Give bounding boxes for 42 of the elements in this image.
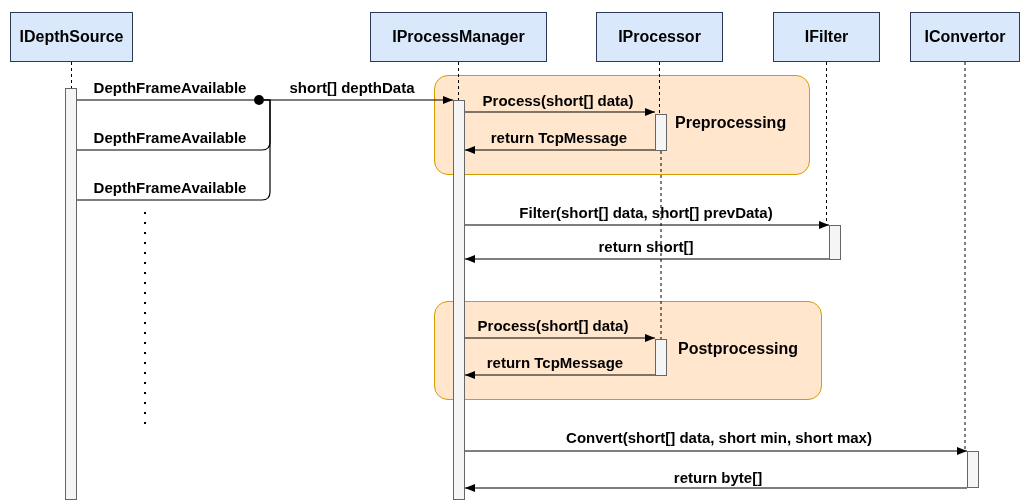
- lifeline-header: IConvertor: [910, 12, 1020, 62]
- message-arrow: [464, 484, 968, 492]
- activation-bar: [65, 88, 77, 500]
- message-label: DepthFrameAvailable: [93, 179, 247, 197]
- message-label: DepthFrameAvailable: [93, 79, 247, 97]
- message-label: Filter(short[] data, short[] prevData): [519, 204, 773, 222]
- message-label: return TcpMessage: [490, 129, 628, 147]
- message-arrow: [464, 146, 656, 154]
- lifeline-header: IFilter: [773, 12, 880, 62]
- message-arrow: [464, 108, 656, 116]
- message-arrow: [464, 447, 968, 455]
- message-label: return byte[]: [673, 469, 763, 487]
- message-label: DepthFrameAvailable: [93, 129, 247, 147]
- message-arrow: [464, 334, 656, 342]
- activation-bar: [453, 100, 465, 500]
- lifeline-header: IProcessManager: [370, 12, 547, 62]
- message-arrow: [464, 371, 656, 379]
- junction-dot: [254, 95, 264, 105]
- group-frame: [434, 301, 822, 400]
- lifeline: [458, 61, 459, 101]
- activation-bar: [967, 451, 979, 488]
- message-label: short[] depthData: [289, 79, 415, 97]
- message-arrow: [464, 255, 830, 263]
- message-label: return TcpMessage: [486, 354, 624, 372]
- group-title: Postprocessing: [678, 340, 799, 358]
- lifeline: [71, 61, 72, 89]
- group-title: Preprocessing: [675, 114, 787, 132]
- lifeline-header: IProcessor: [596, 12, 723, 62]
- activation-bar: [655, 114, 667, 151]
- activation-bar: [655, 339, 667, 376]
- lifeline: [660, 150, 662, 340]
- lifeline: [659, 61, 660, 115]
- lifeline-header: IDepthSource: [10, 12, 133, 62]
- activation-bar: [829, 225, 841, 260]
- message-arrow: [464, 221, 830, 229]
- message-label: Process(short[] data): [477, 317, 629, 335]
- message-label: return short[]: [598, 238, 694, 256]
- lifeline: [964, 61, 966, 452]
- group-frame: [434, 75, 810, 175]
- message-arrow: [263, 96, 454, 104]
- message-label: Convert(short[] data, short min, short max): [566, 429, 872, 447]
- message-label: Process(short[] data): [482, 92, 634, 110]
